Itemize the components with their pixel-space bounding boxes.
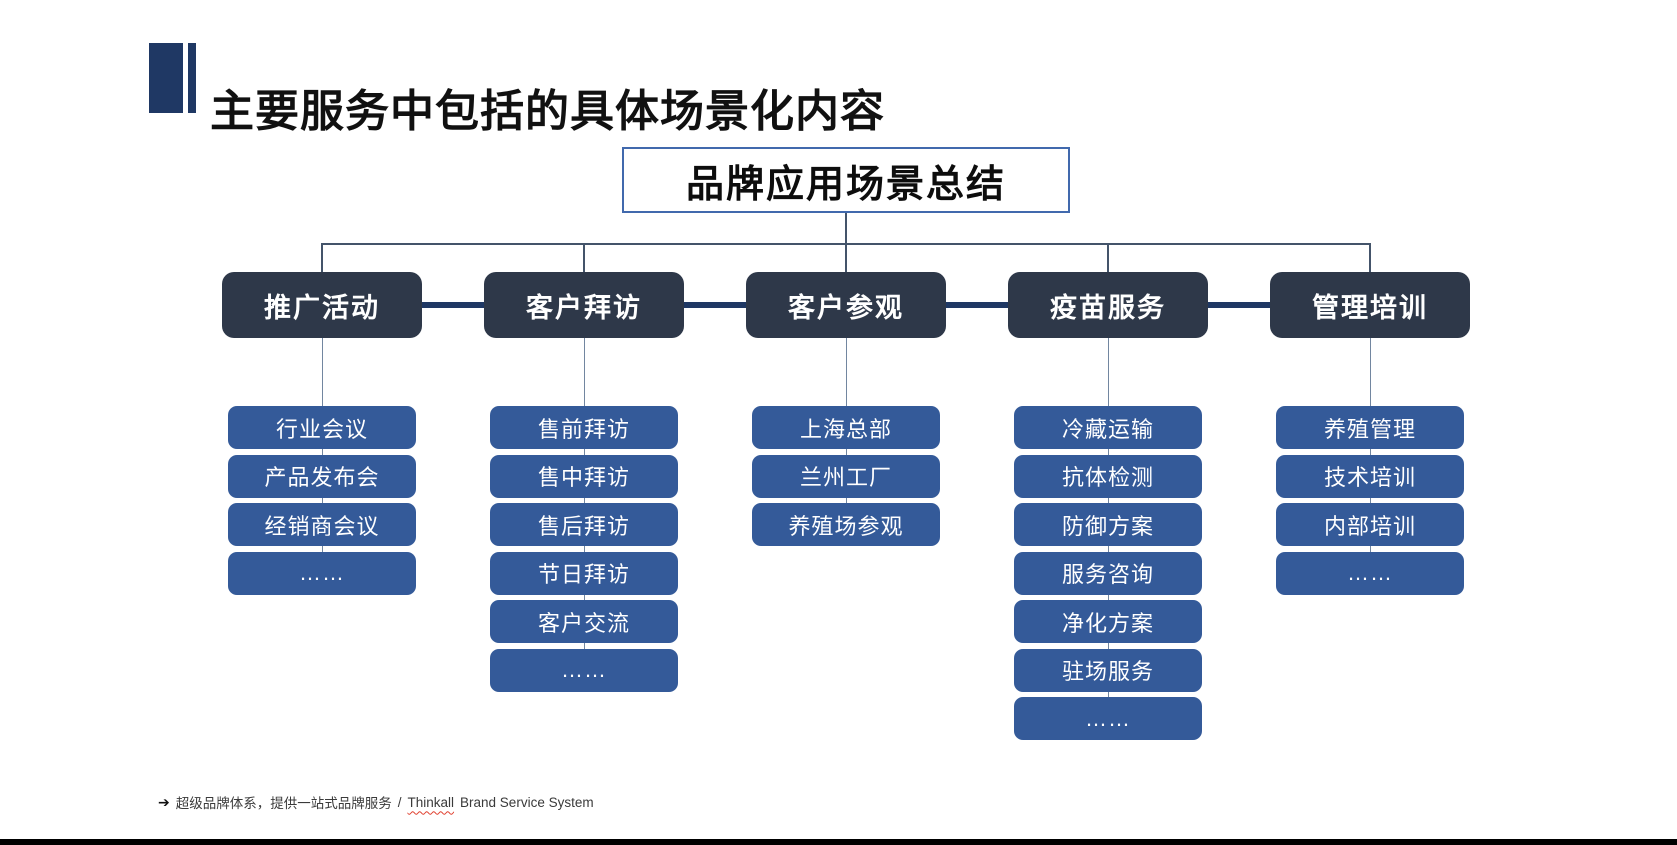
category-node: 推广活动 bbox=[222, 272, 422, 338]
item-node: 上海总部 bbox=[752, 406, 940, 449]
connector-root-stem bbox=[845, 213, 847, 243]
bottom-edge-bar bbox=[0, 839, 1677, 845]
footer-brand-word: Thinkall bbox=[407, 794, 455, 810]
item-node: 经销商会议 bbox=[228, 503, 416, 546]
item-node: 售前拜访 bbox=[490, 406, 678, 449]
footer-text-cn: 超级品牌体系，提供一站式品牌服务 bbox=[175, 796, 392, 811]
category-node: 客户拜访 bbox=[484, 272, 684, 338]
item-node: 养殖场参观 bbox=[752, 503, 940, 546]
item-node: 养殖管理 bbox=[1276, 406, 1464, 449]
footer-arrow-icon: ➔ bbox=[158, 793, 170, 810]
item-node: …… bbox=[1014, 697, 1202, 740]
category-node: 客户参观 bbox=[746, 272, 946, 338]
item-node: 客户交流 bbox=[490, 600, 678, 643]
item-node: 售中拜访 bbox=[490, 454, 678, 498]
connector-drop-stub-1 bbox=[321, 243, 323, 272]
item-node: 产品发布会 bbox=[228, 454, 416, 498]
category-node: 疫苗服务 bbox=[1008, 272, 1208, 338]
connector-drop-stub-5 bbox=[1369, 243, 1371, 272]
item-node: …… bbox=[228, 551, 416, 595]
item-node: 净化方案 bbox=[1014, 600, 1202, 643]
footer-separator: / bbox=[397, 794, 402, 810]
item-node: 驻场服务 bbox=[1014, 648, 1202, 692]
item-node: …… bbox=[490, 648, 678, 692]
item-node: …… bbox=[1276, 551, 1464, 595]
title-marker-block bbox=[149, 43, 183, 113]
connector-drop-stub-4 bbox=[1107, 243, 1109, 272]
item-node: 内部培训 bbox=[1276, 503, 1464, 546]
item-node: 售后拜访 bbox=[490, 503, 678, 546]
root-node: 品牌应用场景总结 bbox=[622, 147, 1070, 213]
item-node: 技术培训 bbox=[1276, 454, 1464, 498]
connector-drop-stub-2 bbox=[583, 243, 585, 272]
connector-drop-stub-3 bbox=[845, 243, 847, 272]
footer-text-en: Brand Service System bbox=[460, 794, 594, 810]
item-node: 服务咨询 bbox=[1014, 551, 1202, 595]
item-node: 节日拜访 bbox=[490, 551, 678, 595]
footer: ➔ 超级品牌体系，提供一站式品牌服务 / Thinkall Brand Serv… bbox=[158, 792, 594, 812]
item-node: 兰州工厂 bbox=[752, 454, 940, 498]
page-title: 主要服务中包括的具体场景化内容 bbox=[210, 87, 885, 137]
item-node: 抗体检测 bbox=[1014, 454, 1202, 498]
category-node: 管理培训 bbox=[1270, 272, 1470, 338]
item-node: 行业会议 bbox=[228, 406, 416, 449]
item-node: 冷藏运输 bbox=[1014, 406, 1202, 449]
item-node: 防御方案 bbox=[1014, 503, 1202, 546]
title-marker-bar bbox=[188, 43, 196, 113]
